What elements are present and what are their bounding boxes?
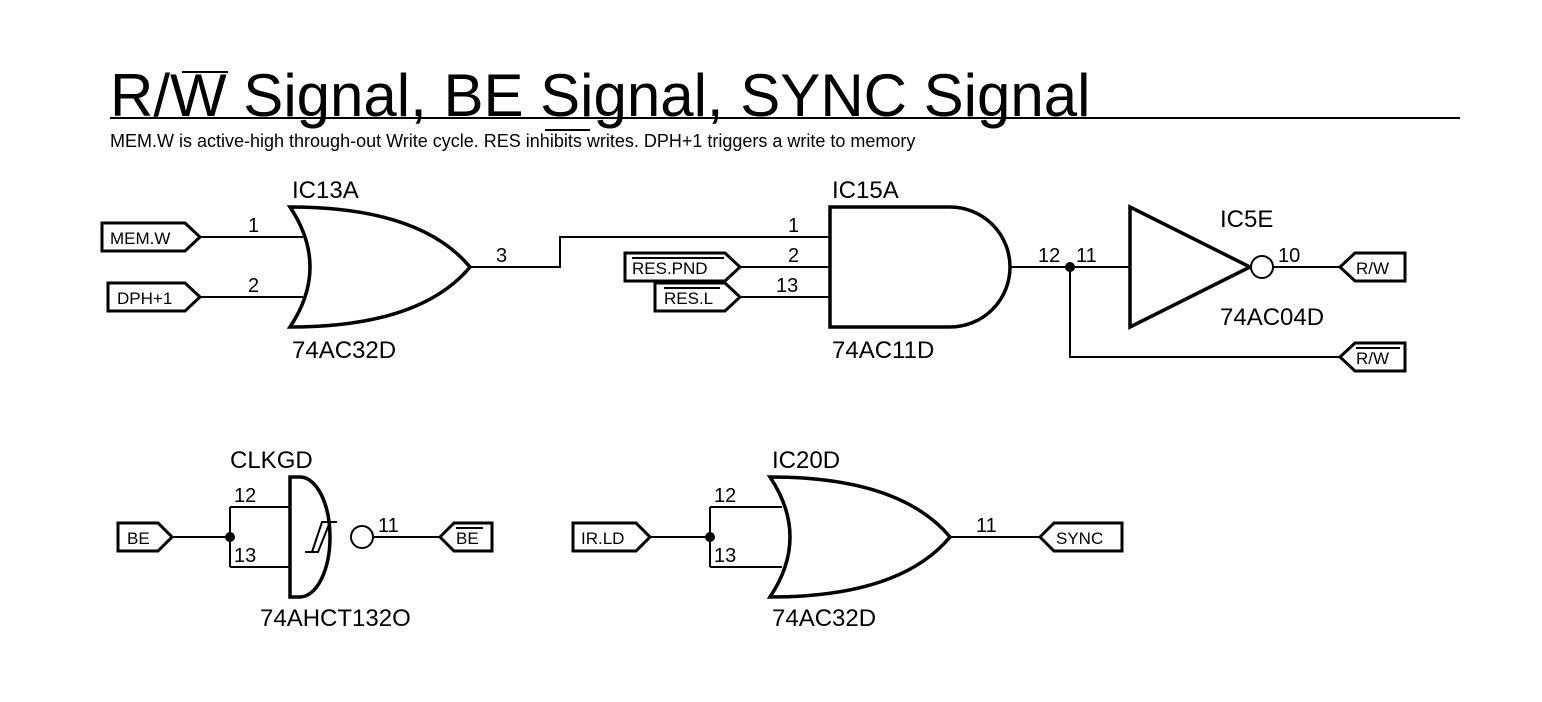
gate-clkgd[interactable]: CLKGD 74AHCT132O 12 13 11 xyxy=(230,447,411,632)
port-be-out-label: BE xyxy=(456,529,479,548)
port-res-pnd-label: RES.PND xyxy=(632,259,708,278)
port-dph1-label: DPH+1 xyxy=(117,289,172,308)
ic13a-pin-2: 2 xyxy=(248,275,259,297)
wire-to-rw-bar xyxy=(1069,267,1340,358)
ic20d-pin-13: 13 xyxy=(714,545,736,567)
ic5e-pin-10: 10 xyxy=(1278,245,1300,267)
port-be-out[interactable]: BE xyxy=(437,521,494,553)
ic13a-pin-3: 3 xyxy=(496,245,507,267)
port-res-l[interactable]: RES.L xyxy=(653,281,743,313)
port-sync[interactable]: SYNC xyxy=(1037,521,1124,553)
ic20d-pin-11: 11 xyxy=(976,515,997,537)
port-ir-ld-label: IR.LD xyxy=(581,529,624,548)
clkgd-pin-13: 13 xyxy=(234,545,256,567)
port-be-in[interactable]: BE xyxy=(116,521,175,553)
ic15a-ref: IC15A xyxy=(832,177,899,204)
inverter-symbol xyxy=(1128,204,1254,330)
junction-dot xyxy=(1065,262,1075,272)
ic13a-pin-1: 1 xyxy=(248,215,259,237)
ic15a-pin-1: 1 xyxy=(788,215,799,237)
ic15a-part: 74AC11D xyxy=(832,337,934,364)
port-res-l-label: RES.L xyxy=(664,289,713,308)
clkgd-ref: CLKGD xyxy=(230,447,313,474)
ic5e-part: 74AC04D xyxy=(1220,304,1324,331)
port-rw-label: R/W xyxy=(1356,259,1389,278)
port-res-pnd[interactable]: RES.PND xyxy=(623,251,743,283)
ic15a-pin-13: 13 xyxy=(776,275,798,297)
ic15a-pin-12: 12 xyxy=(1038,245,1060,267)
clkgd-part: 74AHCT132O xyxy=(260,605,411,632)
schmitt-trigger-icon xyxy=(305,521,337,553)
clkgd-pin-12: 12 xyxy=(234,485,256,507)
ic15a-pin-2: 2 xyxy=(788,245,799,267)
ic5e-ref: IC5E xyxy=(1220,206,1273,233)
gate-ic15a[interactable]: IC15A 74AC11D 1 2 13 12 xyxy=(776,177,1060,364)
junction-dot xyxy=(225,532,235,542)
ic20d-part: 74AC32D xyxy=(772,605,876,632)
and-gate-symbol xyxy=(828,205,1012,329)
or-gate-symbol xyxy=(766,475,953,599)
ic13a-part: 74AC32D xyxy=(292,337,396,364)
port-dph1[interactable]: DPH+1 xyxy=(106,281,203,313)
port-rw-bar[interactable]: R/W xyxy=(1337,341,1407,373)
ic5e-pin-11: 11 xyxy=(1076,245,1097,267)
wire-ic13a-to-ic15a xyxy=(470,236,830,268)
port-ir-ld[interactable]: IR.LD xyxy=(571,521,653,553)
port-rw-bar-label: R/W xyxy=(1356,349,1389,368)
port-mem-w-label: MEM.W xyxy=(110,229,170,248)
ic13a-ref: IC13A xyxy=(292,177,359,204)
gate-ic5e[interactable]: IC5E 74AC04D 11 10 xyxy=(1076,204,1324,331)
port-rw[interactable]: R/W xyxy=(1337,251,1407,283)
port-mem-w[interactable]: MEM.W xyxy=(100,221,203,253)
ic20d-pin-12: 12 xyxy=(714,485,736,507)
nand-gate-symbol xyxy=(288,475,332,599)
gate-ic20d[interactable]: IC20D 74AC32D 12 13 11 xyxy=(714,447,997,632)
ic20d-ref: IC20D xyxy=(772,447,840,474)
inversion-bubble-icon xyxy=(350,525,374,549)
clkgd-pin-11: 11 xyxy=(378,515,399,537)
gate-ic13a[interactable]: IC13A 74AC32D 1 2 3 xyxy=(248,177,507,364)
port-sync-label: SYNC xyxy=(1056,529,1103,548)
port-be-in-label: BE xyxy=(127,529,150,548)
junction-dot xyxy=(705,532,715,542)
page-subtitle: MEM.W is active-high through-out Write c… xyxy=(110,131,915,151)
or-gate-symbol xyxy=(286,205,473,329)
inversion-bubble-icon xyxy=(1250,255,1274,279)
